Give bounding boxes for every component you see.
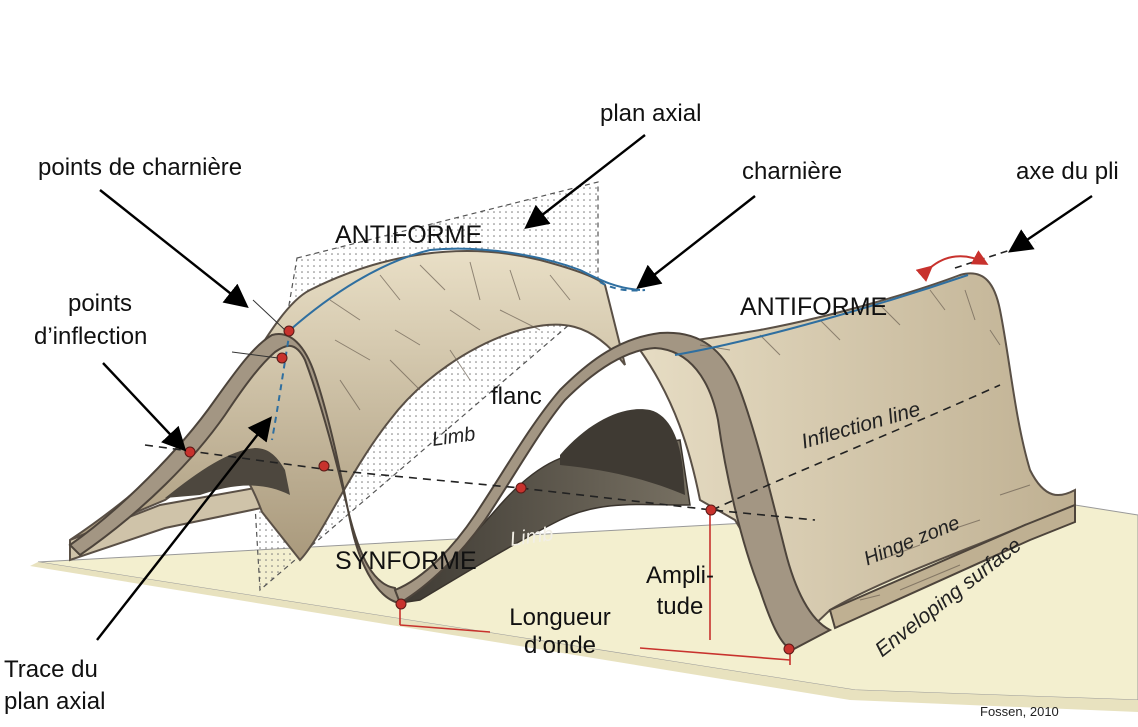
right-slab	[828, 503, 1076, 630]
label-longueur-line2: d’onde	[523, 632, 597, 659]
label-points-inflection-line1: points	[67, 290, 133, 317]
label-synforme: SYNFORME	[335, 547, 477, 575]
label-plan-axial: plan axial	[600, 100, 702, 127]
label-antiforme-1: ANTIFORME	[335, 221, 483, 249]
hinge-line-2	[674, 274, 969, 356]
fold-axis-line	[954, 241, 1036, 269]
label-antiforme-2: ANTIFORME	[740, 293, 888, 321]
thin-leader-lines	[231, 299, 286, 359]
label-amplitude-line2: tude	[656, 593, 704, 620]
inflection-line	[144, 444, 816, 521]
hinge-line-1	[289, 247, 641, 331]
label-flanc: flanc	[491, 383, 542, 410]
antiform-2-edge	[393, 331, 833, 652]
base-plane-left	[30, 562, 1138, 712]
label-longueur-line1: Longueur	[509, 604, 611, 631]
hinge-line-1-dashed	[599, 281, 646, 292]
inflection-line-2	[711, 384, 1001, 511]
label-points-de-charniere: points de charnière	[38, 154, 243, 181]
antiform-2-shadow	[560, 409, 685, 495]
label-charniere: charnière	[742, 158, 843, 185]
label-trace-line2: plan axial	[4, 688, 106, 715]
label-trace-line1: Trace du	[4, 656, 98, 683]
label-amplitude-line1: Ampli-	[645, 562, 714, 589]
label-points-inflection-line2: d’inflection	[34, 323, 148, 350]
amplitude-measure	[399, 510, 791, 665]
pointer-arrows	[96, 134, 1093, 641]
rotation-arrow	[915, 250, 989, 282]
label-axe-du-pli: axe du pli	[1016, 158, 1119, 185]
credit-text: Fossen, 2010	[980, 704, 1059, 719]
